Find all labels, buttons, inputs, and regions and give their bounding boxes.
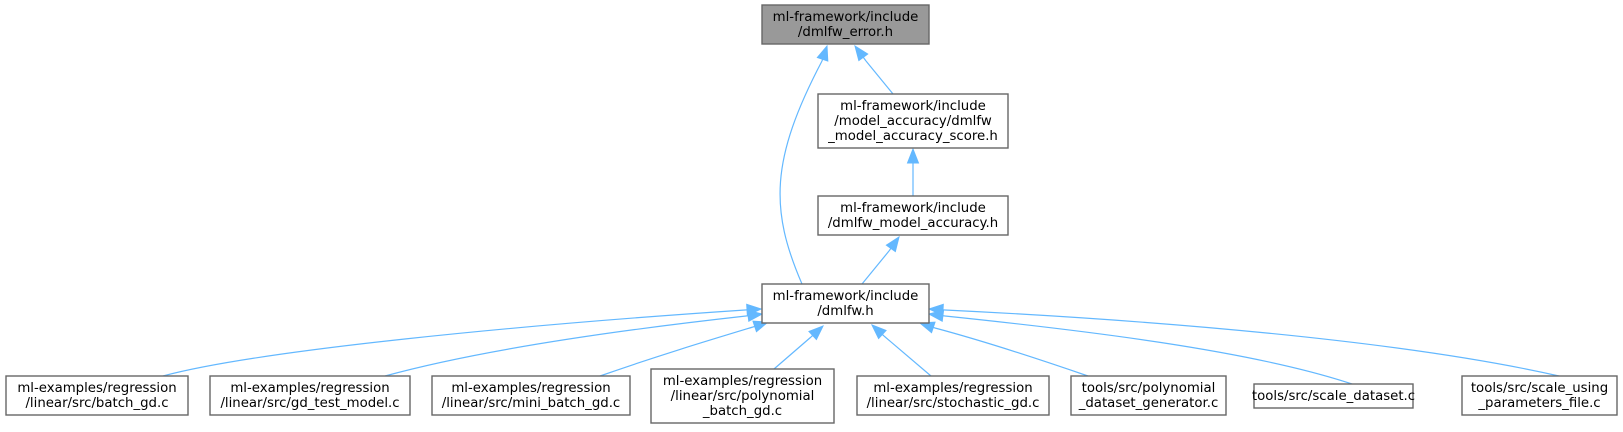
node-label-line: ml-examples/regression [230,381,389,396]
node-label-line: /dmlfw_model_accuracy.h [828,216,998,231]
file-node[interactable]: ml-examples/regression/linear/src/mini_b… [431,375,631,416]
file-node[interactable]: ml-framework/include/dmlfw.h [761,283,930,324]
edge-line [944,309,1560,377]
file-node[interactable]: ml-examples/regression/linear/src/gd_tes… [209,375,411,416]
node-label-line: ml-framework/include [773,289,919,304]
edge-line [779,60,823,285]
arrowhead-icon [885,235,900,253]
file-node[interactable]: tools/src/scale_using_parameters_file.c [1461,375,1618,416]
node-label-line: /linear/src/mini_batch_gd.c [442,396,621,411]
edge-n9-to-n3 [918,321,1089,377]
edge-line [384,315,747,377]
node-label-line: ml-framework/include [840,99,986,114]
node-box[interactable] [761,283,930,324]
arrowhead-icon [816,44,829,62]
edge-line-extension [862,56,867,62]
node-box[interactable] [5,375,189,416]
edge-n3-to-n0 [779,44,829,285]
edge-line [944,315,1353,385]
edge-n11-to-n3 [927,303,1560,377]
node-label-line: /model_accuracy/dmlfw [834,114,992,129]
edge-line [773,336,812,370]
arrowhead-icon [906,147,920,164]
node-box[interactable] [817,93,1009,149]
edge-n5-to-n3 [384,309,764,377]
arrowhead-icon [918,321,936,334]
arrowhead-icon [808,325,825,341]
focus-file-node: ml-framework/include/dmlfw_error.h [761,4,930,45]
file-node[interactable]: ml-framework/include/model_accuracy/dmlf… [817,93,1009,149]
node-label-line: ml-examples/regression [873,381,1032,396]
node-box[interactable] [1253,383,1414,409]
node-label-line: ml-framework/include [840,201,986,216]
file-node[interactable]: ml-examples/regression/linear/src/stocha… [856,375,1050,416]
node-label-line: tools/src/scale_dataset.c [1252,389,1415,404]
nodes-layer: ml-framework/include/dmlfw_error.hml-fra… [5,4,1618,424]
edge-n7-to-n3 [773,325,825,370]
edge-n1-to-n0 [854,44,894,95]
file-node[interactable]: ml-examples/regression/linear/src/polyno… [650,368,835,424]
node-label-line: ml-examples/regression [663,374,822,389]
node-label-line: /dmlfw.h [817,304,873,319]
file-node[interactable]: tools/src/polynomial_dataset_generator.c [1070,375,1227,416]
edge-line-extension [888,248,892,252]
arrowhead-icon [927,303,944,317]
edge-line [934,327,1089,377]
node-box[interactable] [856,375,1050,416]
file-node[interactable]: tools/src/scale_dataset.c [1252,383,1415,409]
node-label-line: _dataset_generator.c [1078,396,1219,411]
edges-layer [162,44,1560,385]
node-box[interactable] [1461,375,1618,416]
edge-line [162,309,746,377]
arrowhead-icon [854,44,869,62]
node-box[interactable] [1070,375,1227,416]
node-box[interactable] [209,375,411,416]
node-box[interactable] [650,368,835,424]
edge-n4-to-n3 [162,303,763,377]
edge-n2-to-n1 [906,147,920,196]
edge-n8-to-n3 [870,324,932,377]
node-box[interactable] [431,375,631,416]
node-label-line: _model_accuracy_score.h [827,129,998,144]
edge-line [599,326,754,377]
edge-line [883,335,932,377]
node-label-line: tools/src/polynomial [1082,381,1216,396]
arrowhead-icon [870,324,887,340]
node-label-line: _batch_gd.c [702,404,782,419]
node-box [761,4,930,45]
file-node[interactable]: ml-examples/regression/linear/src/batch_… [5,375,189,416]
node-label-line: /dmlfw_error.h [798,25,893,40]
node-label-line: tools/src/scale_using [1471,381,1608,396]
node-label-line: /linear/src/stochastic_gd.c [867,396,1040,411]
node-label-line: /linear/src/batch_gd.c [25,396,168,411]
node-label-line: /linear/src/gd_test_model.c [220,396,399,411]
node-label-line: ml-examples/regression [451,381,610,396]
edge-line [861,250,890,285]
edge-n3-to-n2 [861,235,900,285]
arrowhead-icon [752,320,770,333]
file-node[interactable]: ml-framework/include/dmlfw_model_accurac… [817,195,1009,236]
node-label-line: ml-framework/include [773,10,919,25]
node-label-line: /linear/src/polynomial [671,389,815,404]
edge-n6-to-n3 [599,320,770,377]
edge-line [865,60,894,95]
edge-n10-to-n3 [927,309,1353,385]
node-label-line: ml-examples/regression [17,381,176,396]
node-box[interactable] [817,195,1009,236]
node-label-line: _parameters_file.c [1477,396,1600,411]
arrowhead-icon [746,309,764,322]
